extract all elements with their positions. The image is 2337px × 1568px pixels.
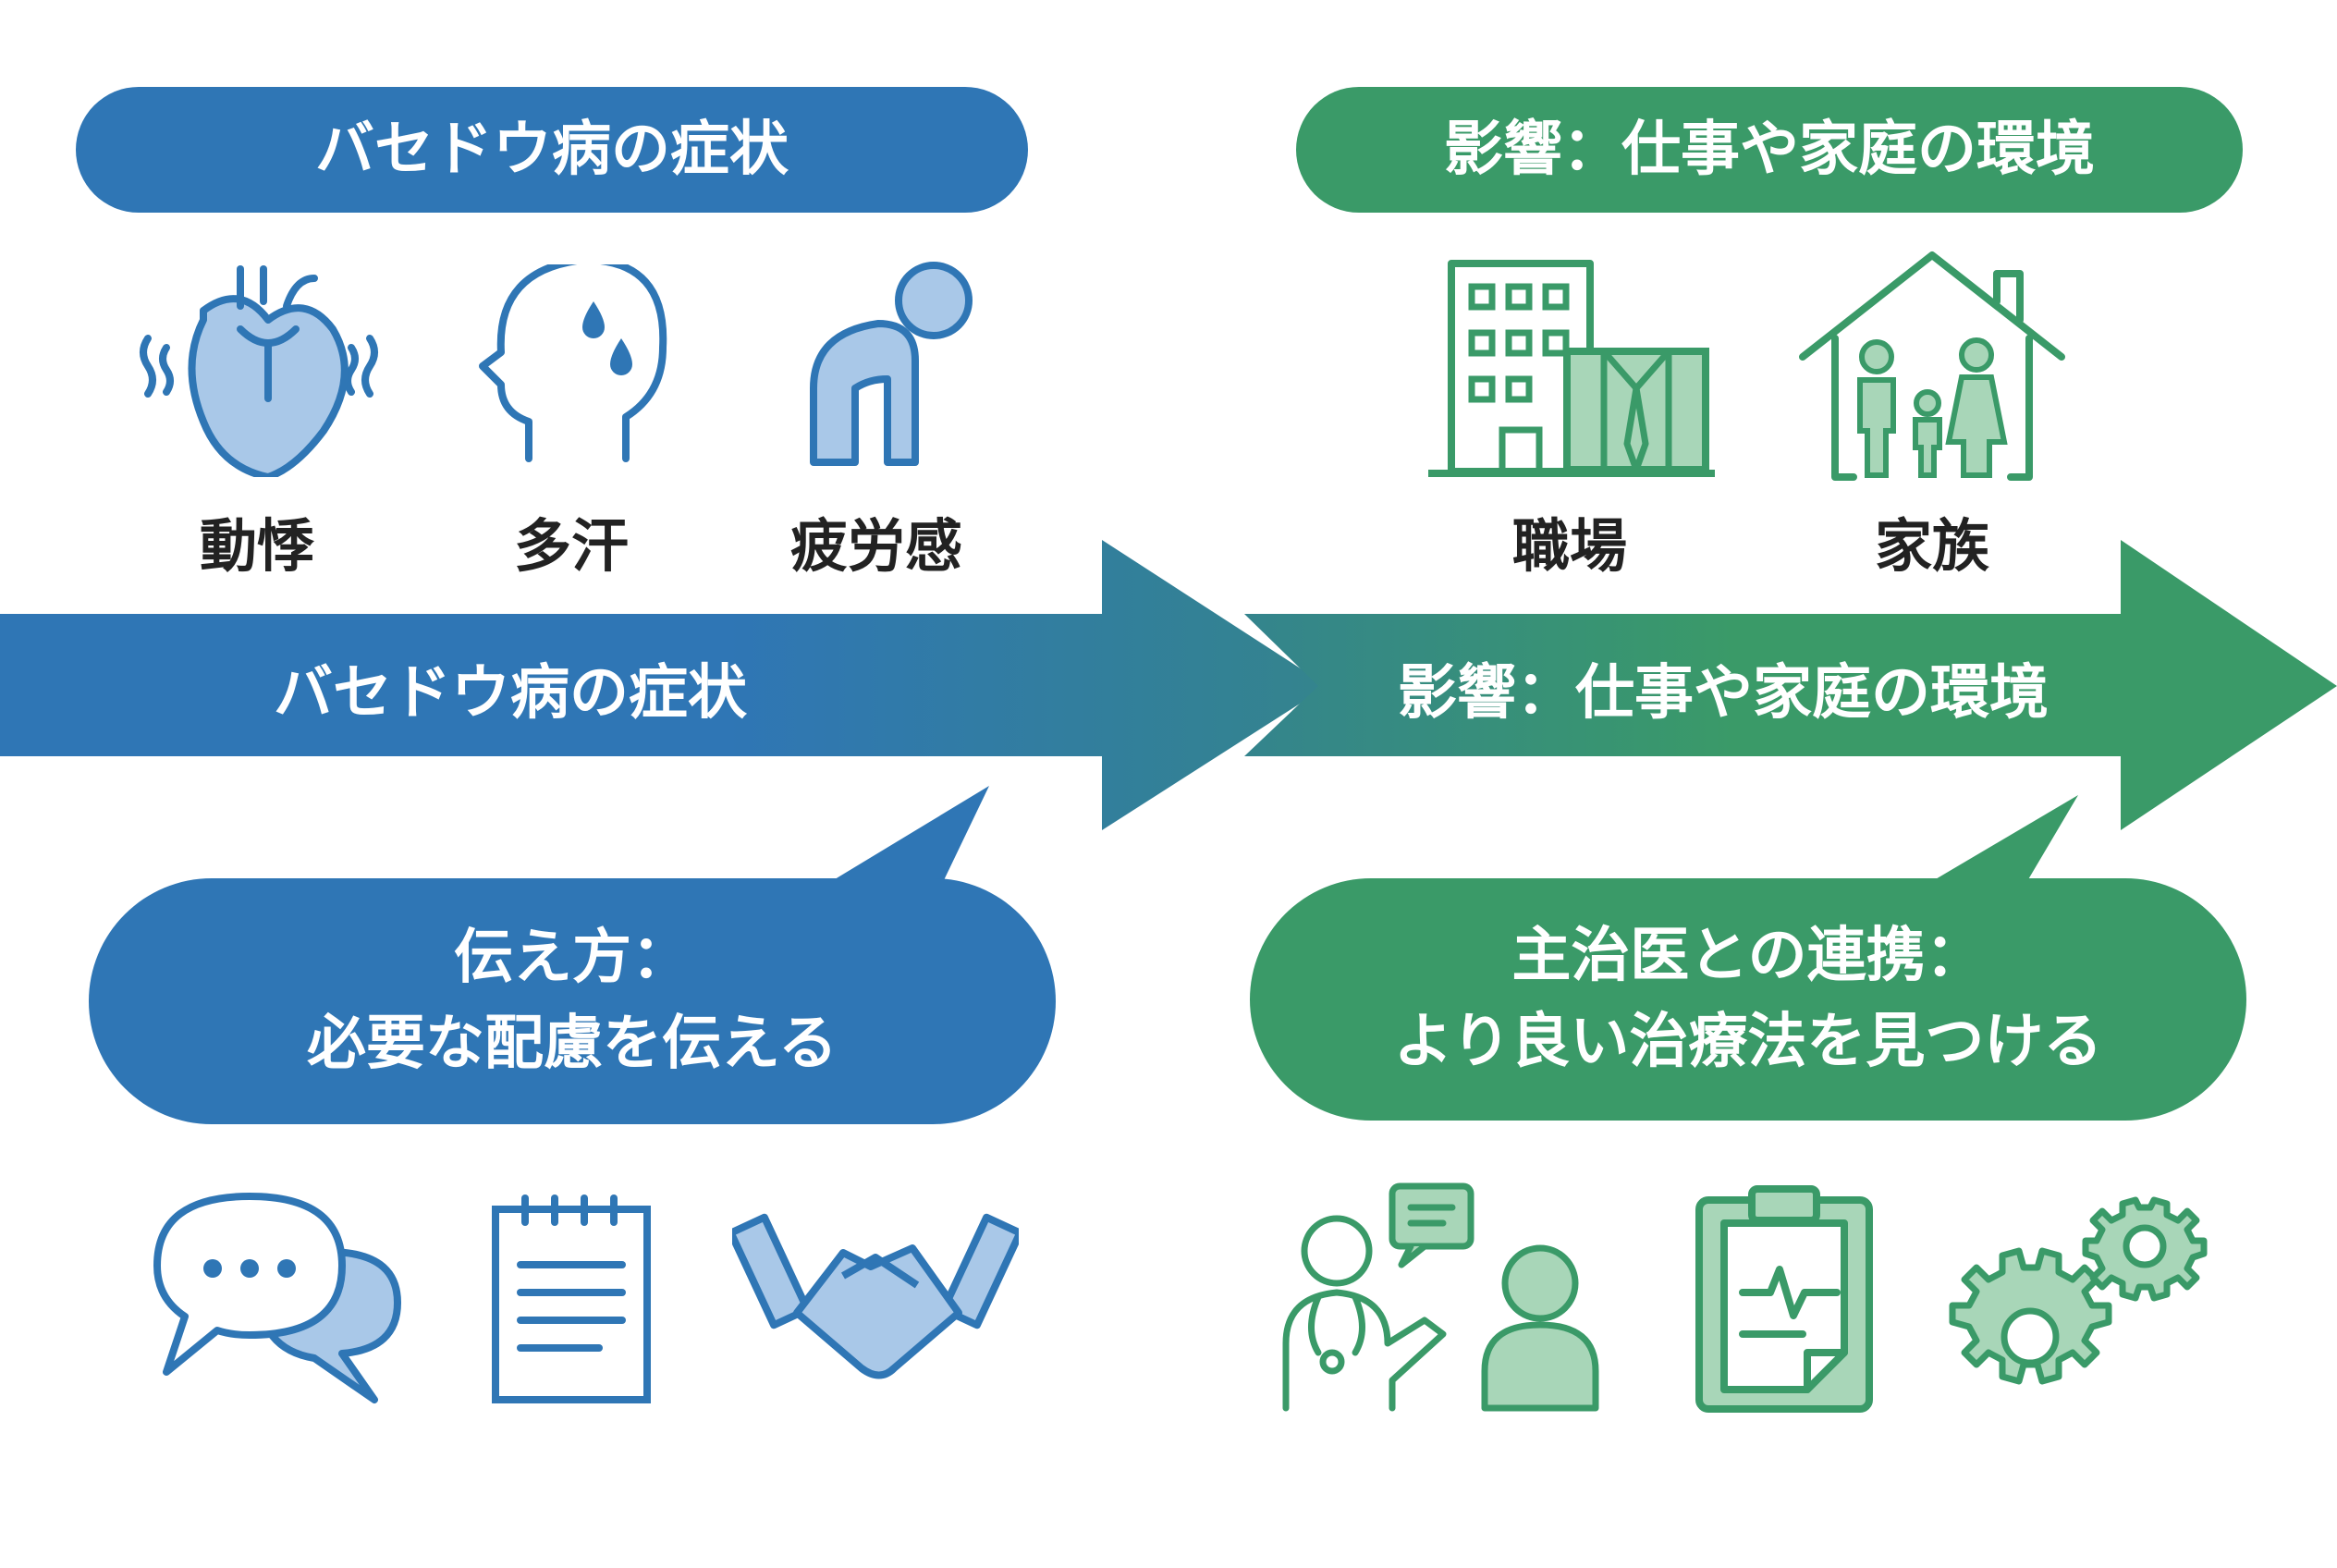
doctor-consultation-icon [1282,1182,1599,1412]
symptom-label-palpitation: 動悸 [199,512,314,580]
family-house-icon [1799,251,2065,481]
notepad-icon [492,1194,651,1403]
fatigued-person-icon [810,262,973,466]
handshake-icon [732,1213,1019,1379]
right-header-pill: 影響：仕事や家庭の環境 [1296,87,2243,213]
impact-label-workplace: 職場 [1511,512,1627,580]
left-advice-bubble: 伝え方： 必要な配慮を伝える [89,878,1056,1124]
left-header-pill: バセドウ病の症状 [76,87,1028,213]
office-building-icon [1428,260,1715,477]
heart-icon [140,265,378,477]
impact-label-family: 家族 [1874,512,1989,580]
right-advice-bubble: 主治医との連携： より良い治療法を見つける [1250,878,2246,1121]
right-arrow-label: 影響：仕事や家庭の環境 [1398,659,2049,728]
gears-icon [1949,1196,2208,1385]
right-header-text: 影響：仕事や家庭の環境 [1444,115,2095,184]
medical-clipboard-icon [1695,1185,1873,1413]
right-bubble-tail [1914,795,2078,901]
left-bubble-line1: 伝え方： [454,924,691,993]
right-bubble-line2: より良い治療法を見つける [1393,1008,2103,1076]
sweating-head-icon [479,264,667,462]
left-flow-arrow [0,540,1328,830]
left-arrow-label: バセドウ病の症状 [274,659,747,728]
right-flow-arrow [1244,540,2337,830]
left-header-text: バセドウ病の症状 [315,115,789,184]
right-bubble-line1: 主治医との連携： [1511,922,1985,991]
chat-bubbles-icon [153,1193,401,1403]
left-bubble-line2: 必要な配慮を伝える [306,1010,838,1078]
symptom-label-sweating: 多汗 [513,512,629,580]
symptom-label-fatigue: 疲労感 [789,512,962,580]
left-bubble-tail [814,786,989,901]
